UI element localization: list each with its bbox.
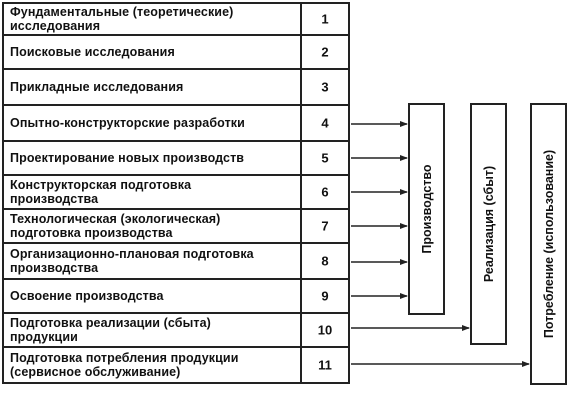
- stage-row-2: Поисковые исследования: [2, 34, 302, 70]
- stage-number-cell: 8: [300, 242, 350, 280]
- stage-number: 1: [321, 11, 329, 27]
- stage-number: 8: [321, 253, 329, 269]
- production-box: Производство: [408, 103, 445, 315]
- stage-row-5: Проектирование новых производств: [2, 140, 302, 176]
- consumption-label: Потребление (использование): [541, 149, 556, 339]
- stage-number-cell: 3: [300, 68, 350, 106]
- stage-label: Прикладные исследования: [10, 80, 184, 94]
- stage-label: Поисковые исследования: [10, 45, 175, 59]
- stage-label: Опытно-конструкторские разработки: [10, 116, 245, 130]
- consumption-box: Потребление (использование): [530, 103, 567, 385]
- stage-row-4: Опытно-конструкторские разработки: [2, 104, 302, 142]
- sales-label: Реализация (сбыт): [481, 165, 496, 283]
- stage-number-cell: 11: [300, 346, 350, 384]
- stage-number-cell: 7: [300, 208, 350, 244]
- stage-row-10: Подготовка реализации (сбыта)продукции: [2, 312, 302, 348]
- stage-row-11: Подготовка потребления продукции(сервисн…: [2, 346, 302, 384]
- stage-number: 10: [317, 322, 333, 338]
- stage-row-7: Технологическая (экологическая)подготовк…: [2, 208, 302, 244]
- stage-label: Проектирование новых производств: [10, 151, 245, 165]
- stage-number: 9: [321, 288, 329, 304]
- sales-box: Реализация (сбыт): [470, 103, 507, 345]
- stage-number: 2: [321, 44, 329, 60]
- stage-label: Подготовка реализации (сбыта)продукции: [10, 316, 211, 344]
- stage-number-cell: 1: [300, 2, 350, 36]
- stage-label: Фундаментальные (теоретические)исследова…: [10, 5, 234, 33]
- stage-label: Подготовка потребления продукции(сервисн…: [10, 351, 239, 379]
- stage-number: 7: [321, 218, 329, 234]
- stage-number-cell: 10: [300, 312, 350, 348]
- stage-number-cell: 9: [300, 278, 350, 314]
- production-label: Производство: [419, 164, 434, 254]
- stage-number: 6: [321, 184, 329, 200]
- stage-number: 4: [321, 115, 329, 131]
- stage-number: 3: [321, 79, 329, 95]
- stage-label: Освоение производства: [10, 289, 164, 303]
- stage-number-cell: 4: [300, 104, 350, 142]
- stage-number-cell: 5: [300, 140, 350, 176]
- stage-row-9: Освоение производства: [2, 278, 302, 314]
- stage-row-3: Прикладные исследования: [2, 68, 302, 106]
- stage-row-1: Фундаментальные (теоретические)исследова…: [2, 2, 302, 36]
- stage-number-cell: 6: [300, 174, 350, 210]
- stage-label: Технологическая (экологическая)подготовк…: [10, 212, 221, 240]
- stage-number-cell: 2: [300, 34, 350, 70]
- stage-number: 11: [318, 357, 332, 373]
- stage-number: 5: [321, 150, 329, 166]
